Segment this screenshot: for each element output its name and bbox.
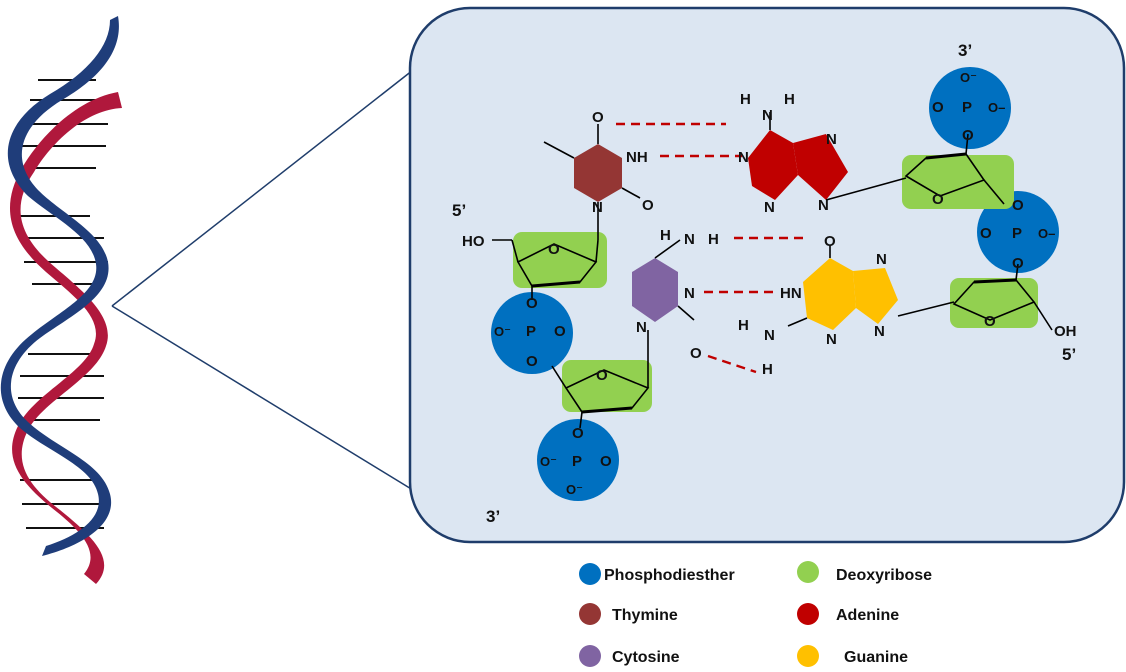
atom-phos-rm-o-left: O: [980, 225, 992, 242]
legend-label-phosphodiesther: Phosphodiesther: [604, 567, 735, 584]
legend-item-adenine: Adenine: [797, 603, 899, 625]
legend-label-guanine: Guanine: [844, 649, 908, 666]
hydrogen-bonds: [616, 122, 808, 374]
dna-double-helix: [0, 16, 123, 584]
atom-phos-rt-o-right: O–: [988, 100, 1005, 115]
legend-label-thymine: Thymine: [612, 607, 678, 624]
end-label-bottom-left: 3’: [486, 507, 500, 526]
atom-phos-rt-o-left: O: [932, 99, 944, 116]
atom-phos-lb-o-bottom: O⁻: [566, 482, 583, 497]
atom-phos-lu-o-left: O⁻: [494, 324, 511, 339]
atom-cytosine-h-left: H: [660, 227, 671, 244]
atom-thymine-n: N: [592, 199, 603, 216]
atom-adenine-h-left: H: [740, 91, 751, 108]
atom-phos-lu-o-bottom: O: [526, 353, 538, 370]
legend-item-deoxyribose: Deoxyribose: [797, 561, 932, 584]
atom-phos-lb-o-right: O: [600, 453, 612, 470]
end-label-right-bottom: 5’: [1062, 345, 1076, 364]
atom-thymine-nh: NH: [626, 149, 648, 166]
atom-labels: O NH O N H H N N N N N O O⁻ O P O– O O O…: [462, 70, 1077, 497]
atom-phos-lb-p: P: [572, 453, 582, 470]
atom-sugar-lt-o: O: [548, 241, 560, 258]
deoxyribose-right-top: [902, 155, 1014, 209]
atom-adenine-amino-n: N: [762, 107, 773, 124]
atom-guanine-h-lower: H: [762, 361, 773, 378]
atom-sugar-rb-oh: OH: [1054, 323, 1077, 340]
atom-guanine-n7: N: [876, 251, 887, 268]
atom-cytosine-amino-n: N: [684, 231, 695, 248]
guanine-six-ring: [803, 258, 856, 330]
atom-cytosine-n3: N: [684, 285, 695, 302]
legend-item-thymine: Thymine: [579, 603, 678, 625]
skeletal-bonds: [492, 112, 1053, 429]
atom-guanine-n9: N: [874, 323, 885, 340]
atom-guanine-n3: N: [826, 331, 837, 348]
nucleobases: [574, 130, 898, 330]
atom-phos-lb-o-left: O⁻: [540, 454, 557, 469]
atom-thymine-o-top: O: [592, 109, 604, 126]
adenine-five-ring: [793, 134, 848, 200]
atom-guanine-hn: HN: [780, 285, 802, 302]
atom-phos-lu-o-top: O: [526, 295, 538, 312]
atom-phos-rt-p: P: [962, 99, 972, 116]
legend-label-deoxyribose: Deoxyribose: [836, 567, 932, 584]
phosphate-middle-right: [977, 191, 1059, 273]
deoxyribose-right-bottom: [950, 278, 1038, 328]
atom-adenine-n7: N: [826, 131, 837, 148]
strand-end-labels: 3’ 5’ 5’ 3’: [452, 41, 1076, 526]
atom-guanine-amino-n: N: [764, 327, 775, 344]
atom-guanine-o: O: [824, 233, 836, 250]
atom-cytosine-n1: N: [636, 319, 647, 336]
atom-phos-rm-o-right: O–: [1038, 226, 1055, 241]
legend-item-phosphodiesther: Phosphodiesther: [579, 563, 735, 585]
atom-sugar-lt-ho: HO: [462, 233, 485, 250]
hbond-cytosine-guanine-3: [707, 354, 757, 374]
atom-phos-lb-o-top: O: [572, 425, 584, 442]
atom-adenine-n9: N: [818, 197, 829, 214]
atom-adenine-h-right: H: [784, 91, 795, 108]
atom-guanine-h-upper: H: [738, 317, 749, 334]
atom-phos-lu-o-right: O: [554, 323, 566, 340]
atom-phos-rm-o-bottom: O: [1012, 255, 1024, 272]
atom-cytosine-o: O: [690, 345, 702, 362]
base-pair-rungs: [18, 79, 108, 529]
atom-phos-rt-o-bottom: O: [962, 127, 974, 144]
legend-item-guanine: Guanine: [797, 645, 908, 667]
phosphate-upper-left: [491, 292, 573, 374]
legend: Phosphodiesther Deoxyribose Thymine Aden…: [579, 561, 932, 667]
phosphate-bottom-left: [537, 419, 619, 501]
deoxyribose-sugars: [513, 155, 1038, 412]
atom-sugar-lb-o: O: [596, 367, 608, 384]
legend-label-cytosine: Cytosine: [612, 649, 680, 666]
helix-strand-blue: [0, 16, 119, 556]
legend-item-cytosine: Cytosine: [579, 645, 680, 667]
atom-adenine-n1: N: [738, 149, 749, 166]
atom-cytosine-h-right: H: [708, 231, 719, 248]
atom-sugar-rt-o: O: [932, 191, 944, 208]
atom-phos-rt-o-top: O⁻: [960, 70, 977, 85]
end-label-top-right: 3’: [958, 41, 972, 60]
deoxyribose-left-bottom: [562, 360, 652, 412]
deoxyribose-left-top: [513, 232, 607, 288]
atom-adenine-n3: N: [764, 199, 775, 216]
atom-phos-rm-p: P: [1012, 225, 1022, 242]
guanine-five-ring: [853, 268, 898, 324]
atom-sugar-rb-o: O: [984, 313, 996, 330]
atom-phos-rm-o-top: O: [1012, 197, 1024, 214]
phosphate-top-right: [929, 67, 1011, 149]
zoom-lines: [111, 51, 437, 499]
helix-strand-red: [9, 92, 123, 584]
cytosine-ring: [632, 258, 678, 322]
legend-label-adenine: Adenine: [836, 607, 899, 624]
atom-thymine-o-right: O: [642, 197, 654, 214]
end-label-left-top: 5’: [452, 201, 466, 220]
atom-phos-lu-p: P: [526, 323, 536, 340]
phosphate-groups: [491, 67, 1059, 501]
adenine-six-ring: [748, 130, 798, 200]
thymine-ring: [574, 144, 622, 202]
